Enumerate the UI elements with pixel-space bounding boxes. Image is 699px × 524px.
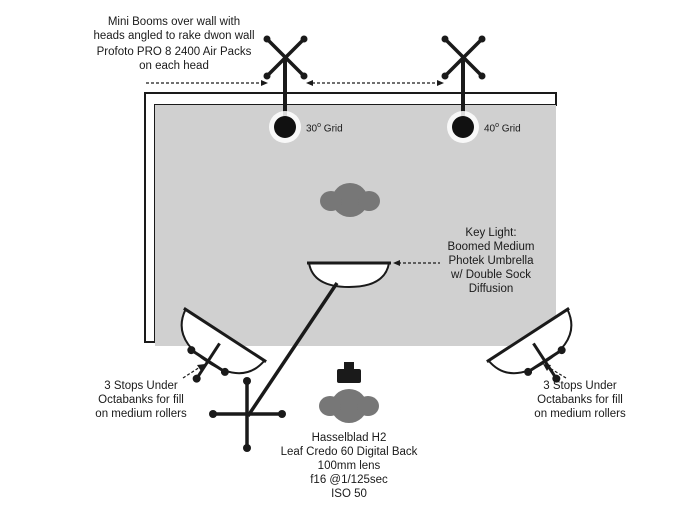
key-light-line-3: Photek Umbrella — [448, 255, 534, 267]
key-light-line-4: w/ Double Sock — [451, 269, 531, 281]
boom-span-middle-arrowhead-left — [306, 80, 313, 86]
camera-icon — [337, 362, 361, 383]
fill-left-line-3: on medium rollers — [95, 408, 187, 420]
key-light-label: Key Light: Boomed Medium Photek Umbrella… — [438, 226, 544, 296]
fill-right-label: 3 Stops Under Octabanks for fill on medi… — [519, 379, 641, 421]
camera-line-1: Hasselblad H2 — [311, 432, 387, 444]
fill-right-line-3: on medium rollers — [534, 408, 626, 420]
boom-label-line-2: heads angled to rake dwon wall — [93, 30, 255, 42]
grid-left-degree: o — [317, 122, 322, 129]
key-light-arrowhead — [393, 260, 400, 266]
grid-right-value: 40 — [484, 123, 496, 135]
fill-left-arrow — [182, 366, 201, 379]
fill-right-line-2: Octabanks for fill — [537, 394, 623, 406]
key-light-umbrella — [307, 261, 391, 289]
boom-label-line-4: on each head — [139, 60, 209, 72]
photographer-figure — [319, 389, 379, 423]
fill-left-label: 3 Stops Under Octabanks for fill on medi… — [80, 379, 202, 421]
fill-right-line-1: 3 Stops Under — [543, 380, 617, 392]
fill-left-line-1: 3 Stops Under — [104, 380, 178, 392]
grid-right-label: 40o Grid — [484, 122, 521, 134]
key-light-boom-arm — [246, 282, 339, 417]
boom-label-line-1: Mini Booms over wall with — [107, 16, 241, 28]
camera-line-4: f16 @1/125sec — [310, 474, 388, 486]
fill-right-arrowhead — [543, 364, 551, 371]
boom-stand-left — [263, 35, 308, 143]
key-light-stand-base — [209, 377, 286, 452]
fill-left-line-2: Octabanks for fill — [98, 394, 184, 406]
grid-left-label: 30o Grid — [306, 122, 343, 134]
boom-label-line-3: Profoto PRO 8 2400 Air Packs — [96, 46, 252, 58]
key-light-line-5: Diffusion — [468, 283, 514, 295]
octabank-right — [486, 307, 573, 383]
boom-stand-right — [441, 35, 486, 143]
subject-figure — [320, 183, 380, 217]
key-light-line-1: Key Light: — [465, 227, 517, 239]
camera-line-5: ISO 50 — [331, 488, 367, 500]
grid-left-value: 30 — [306, 123, 318, 135]
key-light-line-2: Boomed Medium — [447, 241, 535, 253]
camera-label: Hasselblad H2 Leaf Credo 60 Digital Back… — [265, 431, 433, 501]
backdrop-area — [155, 105, 556, 346]
fill-left-arrowhead — [197, 364, 205, 371]
grid-left-word: Grid — [321, 123, 343, 135]
fill-right-arrow — [547, 366, 567, 379]
grid-right-word: Grid — [499, 123, 521, 135]
grid-right-degree: o — [495, 122, 500, 129]
camera-line-3: 100mm lens — [317, 460, 381, 472]
boom-span-middle-arrowhead-right — [437, 80, 444, 86]
octabank-left — [180, 307, 267, 383]
boom-label: Mini Booms over wall with heads angled t… — [76, 15, 272, 73]
camera-line-2: Leaf Credo 60 Digital Back — [280, 446, 418, 458]
boom-span-left-arrowhead — [261, 80, 268, 86]
